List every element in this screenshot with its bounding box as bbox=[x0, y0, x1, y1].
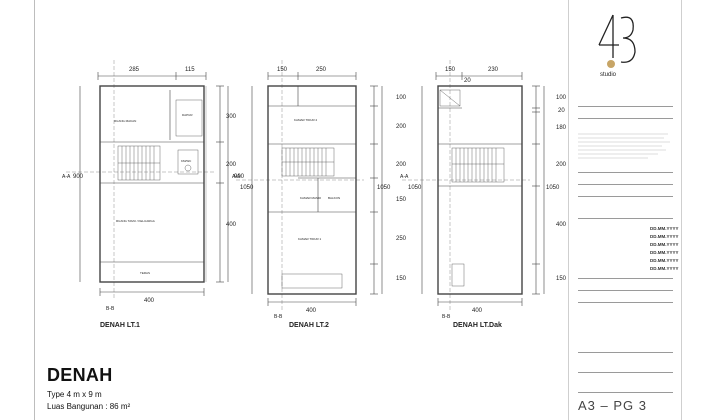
plan2-dim-total-left: 1050 bbox=[240, 185, 254, 191]
plan1-dim-bottom: 400 bbox=[144, 298, 155, 304]
studio-label: studio bbox=[600, 72, 617, 78]
page-code: A3 – PG 3 bbox=[578, 398, 647, 413]
plan3-dim-total-right: 1050 bbox=[546, 185, 560, 191]
plan-lt2 bbox=[236, 60, 383, 312]
tb-line-11 bbox=[578, 372, 673, 373]
right-margin bbox=[681, 0, 720, 420]
plan1-dim-top-2: 115 bbox=[185, 67, 195, 73]
plan1-room-5: TERAS bbox=[140, 271, 150, 275]
plan1-dim-total-right: 900 bbox=[234, 174, 245, 180]
plan2-room-4: KAMAR TIDUR 1 bbox=[298, 237, 321, 241]
plan1-dim-total-left: 900 bbox=[73, 174, 84, 180]
plan2-dim-right-3: 200 bbox=[396, 162, 407, 168]
plan3-dim-right-1: 100 bbox=[556, 95, 567, 101]
tb-line-4 bbox=[578, 184, 673, 185]
left-margin bbox=[2, 0, 35, 420]
plan2-title: DENAH LT.2 bbox=[289, 322, 329, 329]
plan3-title: DENAH LT.Dak bbox=[453, 322, 502, 329]
tb-date-4: DD.MM.YYYY bbox=[650, 250, 679, 255]
plan3-dim-bottom: 400 bbox=[472, 308, 483, 314]
plan1-section-a: A-A bbox=[62, 174, 71, 180]
plan3-dim-top-sub: 20 bbox=[464, 78, 471, 84]
tb-line-9 bbox=[578, 302, 673, 303]
tb-date-3: DD.MM.YYYY bbox=[650, 242, 679, 247]
plan2-dim-bottom: 400 bbox=[306, 308, 317, 314]
plan3-dim-right-5: 400 bbox=[556, 222, 567, 228]
plan2-dim-top-2: 250 bbox=[316, 67, 327, 73]
tb-line-12 bbox=[578, 392, 673, 393]
tb-line-6 bbox=[578, 218, 673, 219]
tb-date-5: DD.MM.YYYY bbox=[650, 258, 679, 263]
plan3-dim-total-left: 1050 bbox=[408, 185, 422, 191]
plan2-dim-top-1: 150 bbox=[277, 67, 288, 73]
plan3-dim-top-1: 150 bbox=[445, 67, 456, 73]
tb-date-2: DD.MM.YYYY bbox=[650, 234, 679, 239]
plan2-section-b: B-B bbox=[274, 314, 283, 320]
plan1-room-1: RUANG MAKAN bbox=[114, 119, 136, 123]
plan3-dim-top-2: 230 bbox=[488, 67, 499, 73]
tb-line-1 bbox=[578, 106, 673, 107]
tb-line-2 bbox=[578, 118, 673, 119]
plan2-dim-total-right: 1050 bbox=[377, 185, 391, 191]
title-block: studio bbox=[568, 0, 683, 420]
tb-line-10 bbox=[578, 352, 673, 353]
plan2-dim-right-1: 100 bbox=[396, 95, 407, 101]
plan2-room-3: BALKON bbox=[328, 196, 340, 200]
area-text: Luas Bangunan : 86 m² bbox=[47, 402, 131, 411]
tb-line-3 bbox=[578, 172, 673, 173]
plan2-dim-right-5: 250 bbox=[396, 236, 407, 242]
plan3-section-b: B-B bbox=[442, 314, 451, 320]
tb-line-8 bbox=[578, 290, 673, 291]
plan3-dim-right-2: 20 bbox=[558, 108, 565, 114]
plan1-dim-right-2: 200 bbox=[226, 162, 237, 168]
plan1-dim-right-1: 300 bbox=[226, 114, 237, 120]
plan1-room-4: RUANG TAMU / KELUARGA bbox=[116, 219, 155, 223]
plan1-room-2: DAPUR bbox=[182, 113, 193, 117]
plan3-section-a: A-A bbox=[400, 174, 409, 180]
type-text: Type 4 m x 9 m bbox=[47, 390, 102, 399]
plan2-room-1: KAMAR TIDUR 2 bbox=[294, 118, 317, 122]
tb-date-1: DD.MM.YYYY bbox=[650, 226, 679, 231]
plan1-title: DENAH LT.1 bbox=[100, 322, 140, 329]
plan1-room-3: KM/WC bbox=[181, 159, 192, 163]
plan1-section-b: B-B bbox=[106, 306, 115, 312]
plan2-dim-right-4: 150 bbox=[396, 197, 407, 203]
plan2-section-a: A-A bbox=[232, 174, 241, 180]
studio-logo bbox=[598, 14, 636, 68]
plan3-dim-right-3: 180 bbox=[556, 125, 567, 131]
tb-line-7 bbox=[578, 278, 673, 279]
tb-notes bbox=[578, 130, 673, 168]
drawing-title: DENAH bbox=[47, 365, 113, 385]
plan-ltdak bbox=[402, 60, 545, 312]
plan-lt1 bbox=[66, 60, 229, 300]
tb-date-6: DD.MM.YYYY bbox=[650, 266, 679, 271]
tb-line-5 bbox=[578, 196, 673, 197]
plan1-dim-right-3: 400 bbox=[226, 222, 237, 228]
plan3-dim-right-4: 200 bbox=[556, 162, 567, 168]
plan2-room-2: KAMAR MANDI bbox=[300, 196, 321, 200]
floor-plans: 285 115 300 200 400 900 900 400 A-A B-B … bbox=[62, 60, 567, 320]
plan3-dim-right-6: 150 bbox=[556, 276, 567, 282]
plan1-dim-top-1: 285 bbox=[129, 67, 140, 73]
plan2-dim-right-2: 200 bbox=[396, 124, 407, 130]
plan2-dim-right-6: 150 bbox=[396, 276, 407, 282]
